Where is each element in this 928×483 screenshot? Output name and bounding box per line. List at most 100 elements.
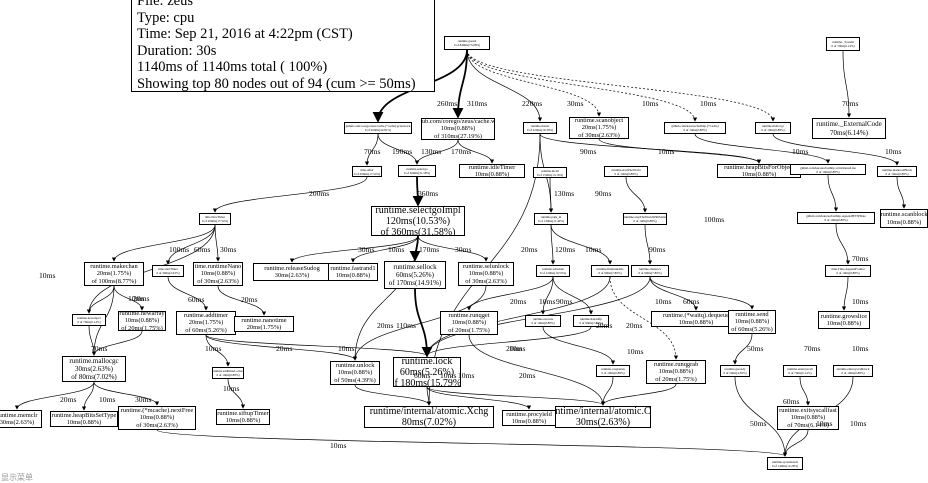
node-sellock-line: of 170ms(14.91%) (388, 279, 442, 288)
edge-label: 10ms (223, 384, 240, 393)
node-externalcode-line: runtime._ExternalCode (816, 120, 882, 129)
edge-kataras2-to-timeparse (835, 223, 851, 265)
edge-label: 60ms (188, 295, 205, 304)
node-goexit-line: 0 of 840ms(73.68%) (453, 43, 481, 47)
show-menu-link[interactable]: 显示菜单 (1, 473, 33, 482)
edge-label: 10ms (850, 419, 867, 428)
node-markroot-line: 0 of 10ms(0.88%) (885, 171, 909, 176)
node-kataras1[interactable]: github.com/kataras/fasthttp.writeStatusL… (790, 164, 866, 175)
node-atomiccas[interactable]: runtime/internal/atomic.Cas30ms(2.63%) (555, 406, 651, 428)
node-externalcode-line: 70ms(6.14%) (830, 128, 868, 137)
node-casgstatus-line: 0 of 10ms(0.88%) (601, 371, 625, 375)
node-cachework[interactable]: github.com/corego/zeus/cache.work10ms(0.… (421, 118, 495, 140)
node-mcall-line: runtime.mcall (541, 168, 559, 173)
edge-mcall-to-park (548, 177, 554, 213)
edge-systemstack_top-to-externalcode (842, 50, 852, 118)
node-entersyscall-line: runtime.entersyscall (787, 367, 813, 371)
node-bigcache[interactable]: github.com/corego/zeus/cache.(*cache).gc… (344, 122, 412, 134)
node-chanrecv-line: 0 of 90ms(7.89%) (638, 271, 662, 275)
node-selectgoimpl-line: of 360ms(31.58%) (380, 226, 456, 236)
edge-label: 20ms (521, 245, 538, 254)
node-newobject-line: runtime.newobject (77, 316, 101, 320)
node-addtimer-line: of 60ms(5.26%) (185, 326, 227, 334)
node-mallocgc-line: runtime.mallocgc (69, 356, 119, 365)
edge-chanrecv-to-waitqdequeue (649, 276, 699, 311)
node-hashcache[interactable]: github.com/kataras/fasthttp.(*Cache)0 of… (664, 122, 726, 134)
node-addtimerlocked-line: 0 of 10ms(0.88%) (216, 373, 240, 377)
edge-addtimer-to-lock (205, 334, 430, 357)
edge-markroot-to-scanblock (896, 176, 907, 209)
edge-selectgoimpl-to-unlock (352, 235, 419, 361)
edge-goready-to-systemstack (734, 376, 788, 457)
edge-label: 70ms (842, 99, 859, 108)
node-kataras2[interactable]: github.com/kataras/fasthttp.AppendHTTPDa… (797, 212, 875, 224)
node-goready-line: runtime.goready (724, 367, 746, 371)
edge-label: 10ms (700, 99, 717, 108)
node-mcall-line: 0 of 150ms(13.16%) (536, 172, 564, 177)
edge-label: 60ms (414, 371, 431, 380)
edge-label: 20ms (596, 321, 613, 330)
node-atomicxchg-line: runtime/internal/atomic.Xchg (369, 406, 489, 417)
edge-newtimer-to-makechan (111, 224, 216, 262)
node-addtimer-line: 20ms(1.75%) (188, 319, 224, 327)
node-systemstack-line: runtime.systemstack (771, 459, 799, 464)
node-systemstack_top-line: runtime._System (832, 40, 854, 44)
